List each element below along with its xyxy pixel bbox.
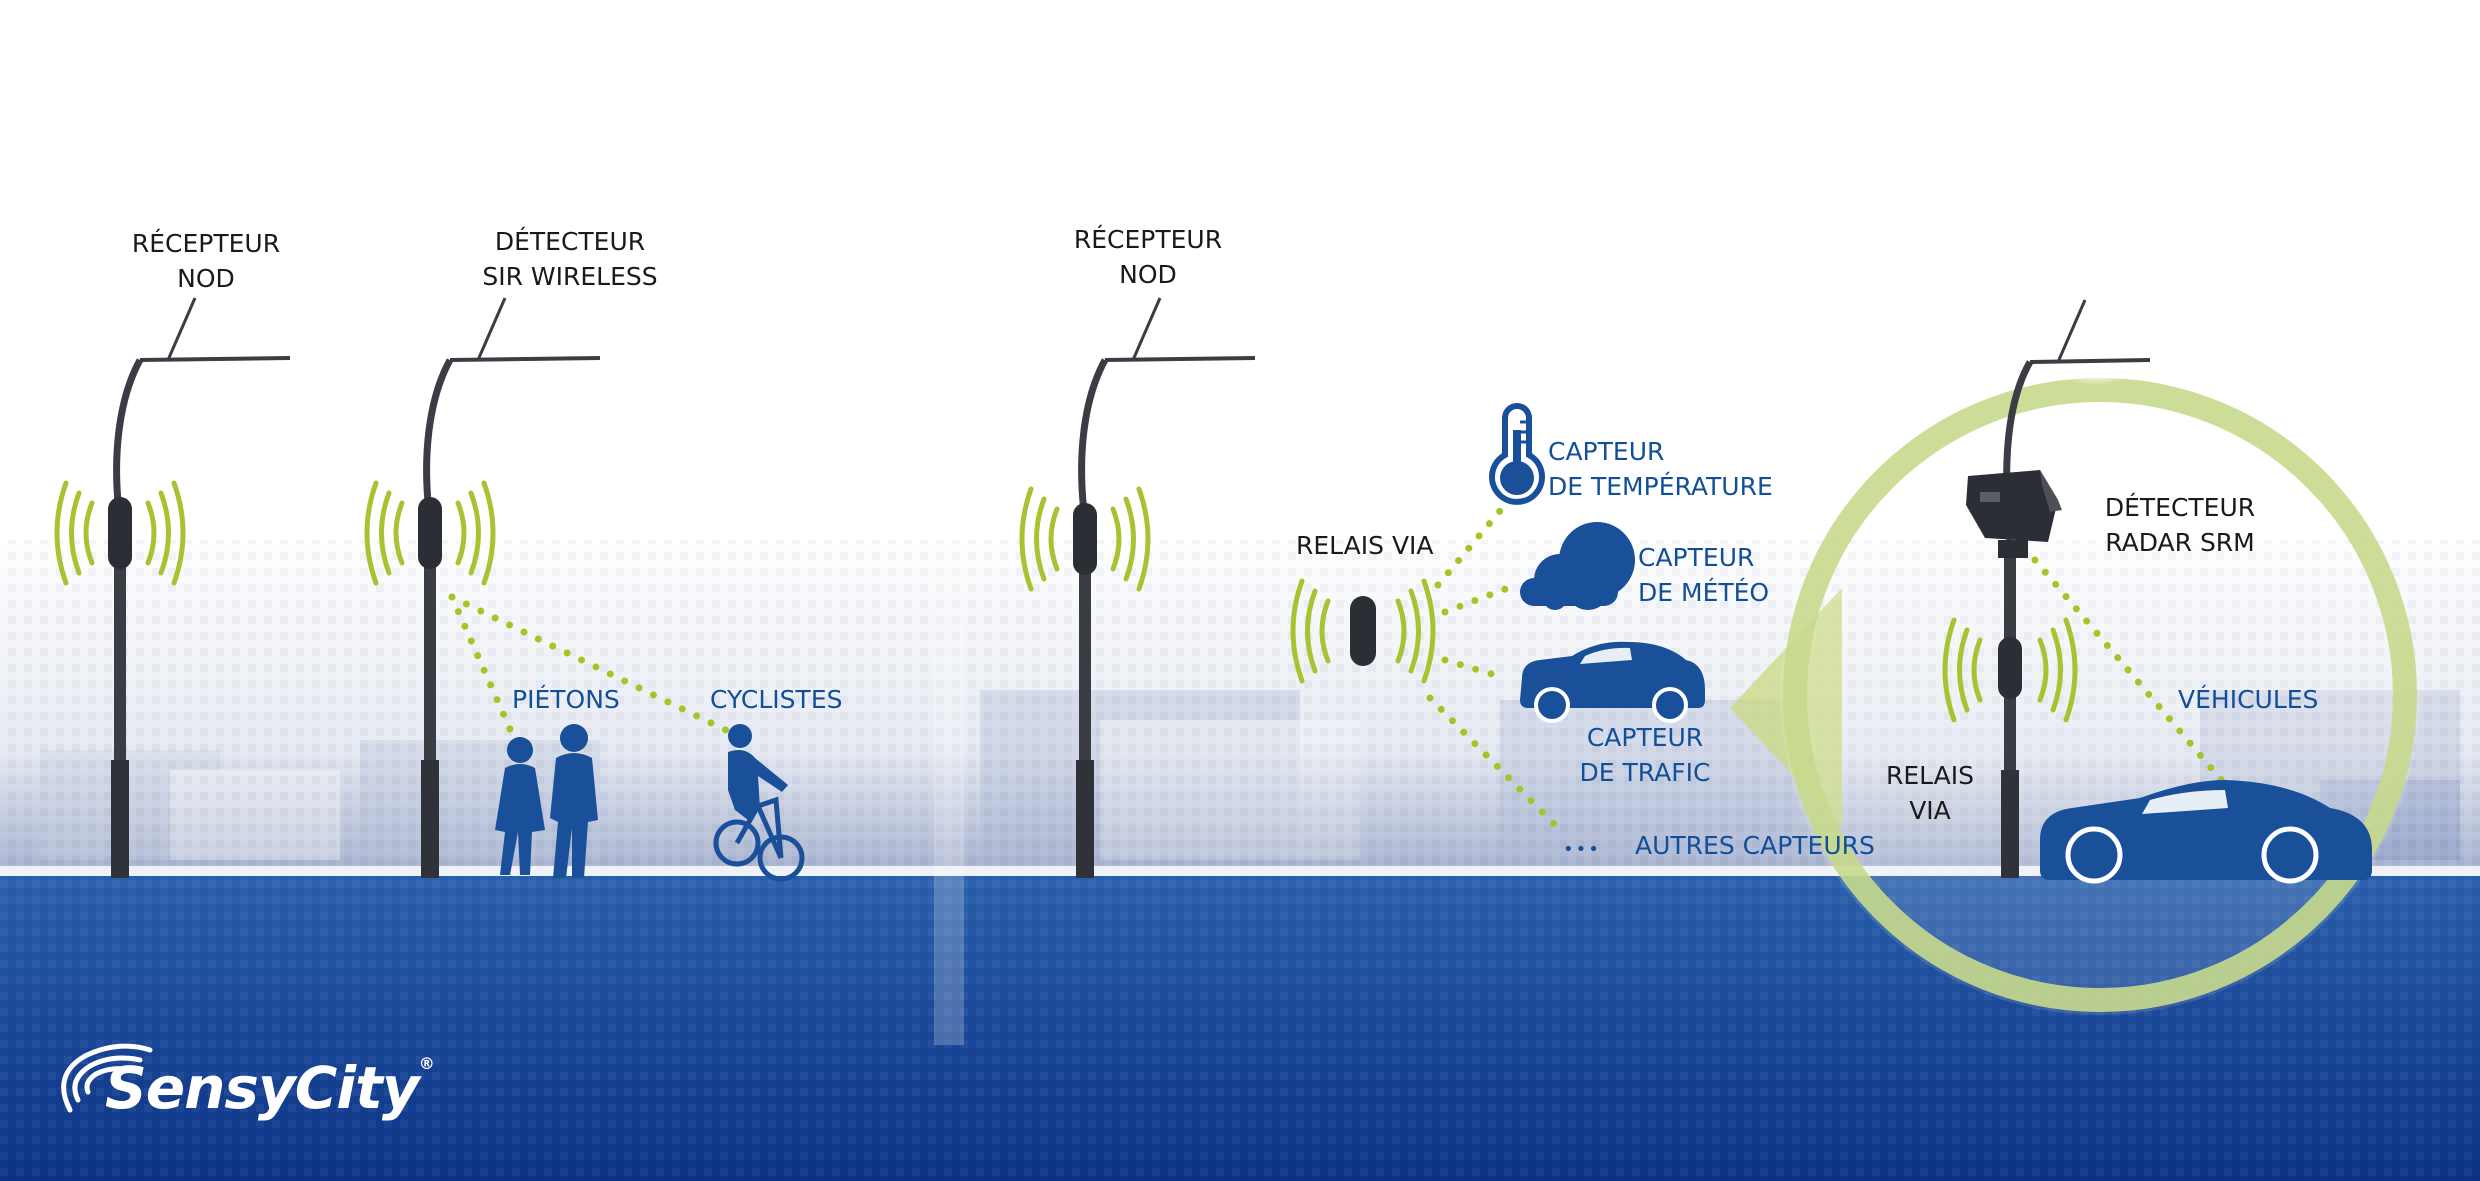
other-sensors-label: AUTRES CAPTEURS	[1635, 831, 1875, 860]
temp-label-line1: CAPTEUR	[1548, 437, 1665, 466]
logo-registered-mark: ®	[418, 1054, 435, 1073]
car-icon	[2040, 780, 2372, 884]
detector-sir-label: DÉTECTEUR SIR WIRELESS	[460, 224, 680, 294]
pedestrians-label: PIÉTONS	[512, 685, 620, 714]
sensycity-logo: SensyCity®	[50, 1038, 435, 1148]
thermometer-icon	[1489, 403, 1545, 505]
pedestrian-icon	[495, 724, 598, 878]
temperature-sensor-label: CAPTEUR DE TEMPÉRATURE	[1548, 434, 1773, 504]
cyclist-icon	[713, 724, 805, 882]
wifi-wave-icon	[1290, 578, 1436, 684]
weather-label-line1: CAPTEUR	[1638, 543, 1755, 572]
logo-swirl-icon	[61, 1043, 153, 1113]
detector-label-line2: SIR WIRELESS	[482, 262, 658, 291]
radar-detector-label: DÉTECTEUR RADAR SRM	[2080, 490, 2280, 560]
traffic-sensor-label: CAPTEUR DE TRAFIC	[1560, 720, 1730, 790]
cyclists-label: CYCLISTES	[710, 685, 843, 714]
radar-label-line2: RADAR SRM	[2105, 528, 2255, 557]
radar-label-line1: DÉTECTEUR	[2104, 493, 2256, 522]
receiver-label-line1: RÉCEPTEUR	[131, 229, 281, 258]
panel-divider	[934, 540, 964, 1045]
relay-zoom-line2: VIA	[1909, 796, 1951, 825]
relay-via-zoom-label: RELAIS VIA	[1880, 758, 1980, 828]
relay-via-device	[1350, 596, 1376, 666]
traffic-label-line2: DE TRAFIC	[1579, 758, 1711, 787]
street-lamp-icon	[418, 297, 601, 878]
radar-camera-icon	[1966, 470, 2062, 558]
wifi-wave-icon	[1019, 486, 1151, 592]
street-lamp-icon	[1998, 299, 2151, 878]
logo-wordmark: SensyCity®	[105, 1054, 435, 1122]
detection-links	[448, 593, 744, 756]
street-lamp-icon	[1073, 297, 1256, 878]
street-lamp-icon	[108, 297, 291, 878]
logo-name-a: Sensy	[105, 1054, 296, 1122]
other-sensors-dots: •••	[1563, 839, 1601, 860]
receiver-label-line2: NOD	[177, 264, 235, 293]
wifi-wave-icon	[1942, 617, 2078, 723]
relay-links	[1426, 501, 1564, 834]
vehicles-label: VÉHICULES	[2178, 685, 2319, 714]
detector-label-line1: DÉTECTEUR	[494, 227, 646, 256]
logo-name-b: City	[294, 1054, 420, 1122]
weather-sensor-label: CAPTEUR DE MÉTÉO	[1638, 540, 1769, 610]
relay-zoom-line1: RELAIS	[1885, 761, 1974, 790]
weather-label-line2: DE MÉTÉO	[1638, 578, 1770, 607]
sidewalk-edge	[0, 866, 2480, 876]
cloud-icon	[1520, 522, 1635, 610]
wifi-wave-icon	[364, 480, 496, 586]
receiver-nod-label-2: RÉCEPTEUR NOD	[1058, 222, 1238, 292]
radar-link	[2031, 556, 2249, 812]
wifi-wave-icon	[54, 480, 186, 586]
receiver-label-line1: RÉCEPTEUR	[1073, 225, 1223, 254]
receiver-nod-label-1: RÉCEPTEUR NOD	[116, 226, 296, 296]
relay-via-label: RELAIS VIA	[1296, 531, 1434, 560]
car-icon	[1520, 641, 1705, 723]
traffic-label-line1: CAPTEUR	[1586, 723, 1704, 752]
temp-label-line2: DE TEMPÉRATURE	[1548, 472, 1773, 501]
receiver-label-line2: NOD	[1119, 260, 1177, 289]
